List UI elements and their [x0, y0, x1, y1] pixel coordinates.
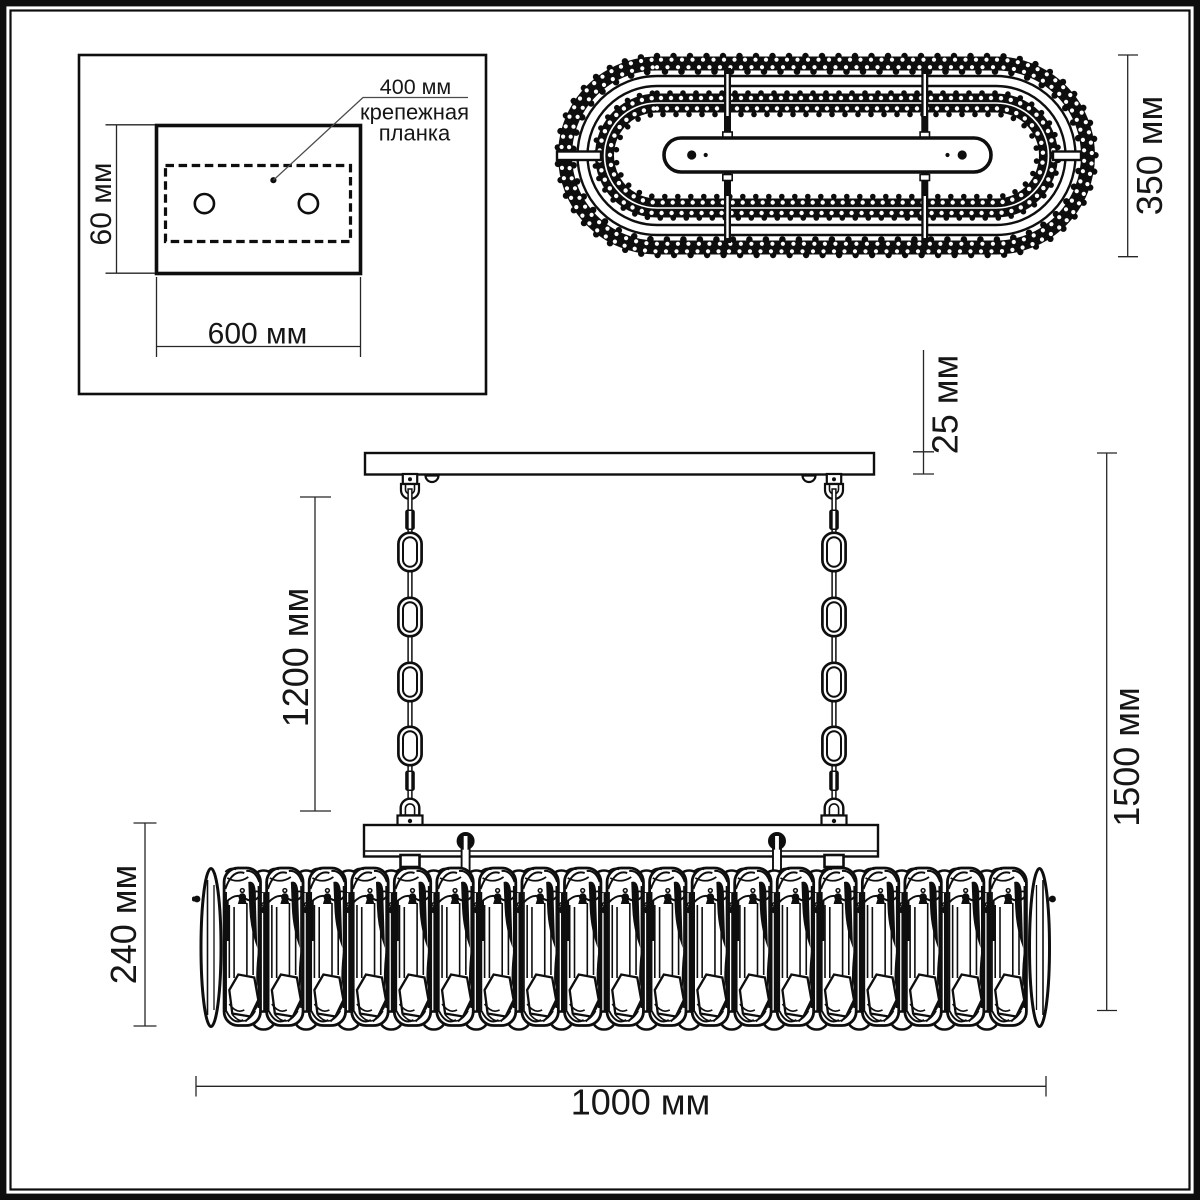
svg-text:крепежная: крепежная — [360, 100, 469, 125]
svg-text:25 мм: 25 мм — [925, 355, 966, 455]
svg-text:1500 мм: 1500 мм — [1106, 687, 1147, 827]
svg-text:60 мм: 60 мм — [85, 163, 118, 246]
svg-text:600 мм: 600 мм — [208, 318, 308, 351]
svg-text:240 мм: 240 мм — [103, 865, 144, 985]
svg-text:1200 мм: 1200 мм — [275, 588, 316, 728]
svg-text:планка: планка — [379, 121, 451, 146]
svg-text:400 мм: 400 мм — [380, 75, 451, 99]
svg-text:1000 мм: 1000 мм — [571, 1082, 711, 1123]
svg-text:350 мм: 350 мм — [1129, 96, 1170, 216]
